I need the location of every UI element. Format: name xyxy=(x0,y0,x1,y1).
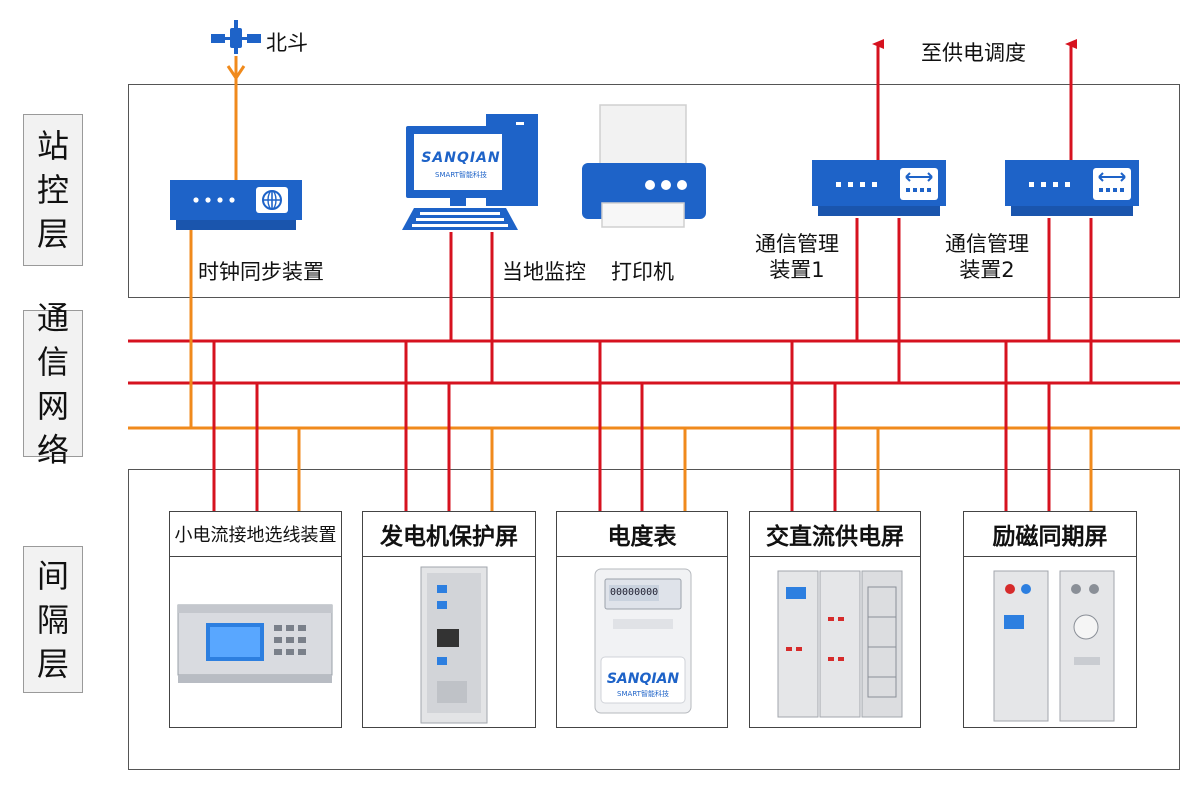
bay-panel-title: 小电流接地选线装置 xyxy=(170,512,341,557)
generator-protection-cabinet-icon xyxy=(363,557,535,727)
layer-label-network: 通信网络 xyxy=(23,299,83,469)
bay-panel-meter: 电度表 00000000 SANQIAN SMART智能科技 xyxy=(556,511,728,728)
grounding-selector-device-icon xyxy=(170,557,341,727)
satellite-icon xyxy=(211,20,261,54)
bay-panel-title: 励磁同期屏 xyxy=(964,512,1136,557)
monitor-computer-icon xyxy=(402,114,538,230)
printer-icon xyxy=(582,104,706,228)
bay-panel-acdc: 交直流供电屏 xyxy=(749,511,921,728)
bay-layer-frame xyxy=(128,469,1180,770)
bay-panel-generator: 发电机保护屏 xyxy=(362,511,536,728)
meter-reading: 00000000 xyxy=(610,587,659,598)
clock-sync-label: 时钟同步装置 xyxy=(198,260,324,284)
layer-label-bay: 间隔层 xyxy=(23,546,83,693)
meter-logo: SANQIAN xyxy=(606,671,680,687)
energy-meter-icon: 00000000 SANQIAN SMART智能科技 xyxy=(557,557,727,727)
ac-dc-power-cabinet-icon xyxy=(750,557,920,727)
layer-label-network-text: 通信网络 xyxy=(36,298,69,469)
clock-sync-device-icon xyxy=(170,180,302,230)
comm-manager-2-label: 通信管理 装置2 xyxy=(945,231,1029,283)
monitor-logo-sub: SMART智能科技 xyxy=(435,171,487,179)
bay-panel-excitation: 励磁同期屏 xyxy=(963,511,1137,728)
dispatch-label: 至供电调度 xyxy=(921,41,1026,65)
bay-panel-title: 发电机保护屏 xyxy=(363,512,535,557)
bay-panel-title: 交直流供电屏 xyxy=(750,512,920,557)
monitor-logo: SANQIAN xyxy=(421,150,501,166)
bay-panel-title: 电度表 xyxy=(557,512,727,557)
comm-manager-1-text: 通信管理 装置1 xyxy=(755,232,839,282)
beidou-label: 北斗 xyxy=(266,31,308,55)
layer-label-station-text: 站控层 xyxy=(36,127,69,253)
printer-label: 打印机 xyxy=(611,260,674,284)
local-monitor-label: 当地监控 xyxy=(502,260,586,284)
layer-label-bay-text: 间隔层 xyxy=(36,556,69,683)
comm-manager-2-text: 通信管理 装置2 xyxy=(945,232,1029,282)
bay-panel-grounding: 小电流接地选线装置 xyxy=(169,511,342,728)
excitation-sync-cabinet-icon xyxy=(964,557,1136,727)
layer-label-station: 站控层 xyxy=(23,114,83,266)
comm-manager-1-label: 通信管理 装置1 xyxy=(755,231,839,283)
comm-manager-2-icon xyxy=(1005,160,1139,216)
station-layer-frame xyxy=(128,84,1180,298)
comm-manager-1-icon xyxy=(812,160,946,216)
meter-logo-sub: SMART智能科技 xyxy=(617,690,669,698)
